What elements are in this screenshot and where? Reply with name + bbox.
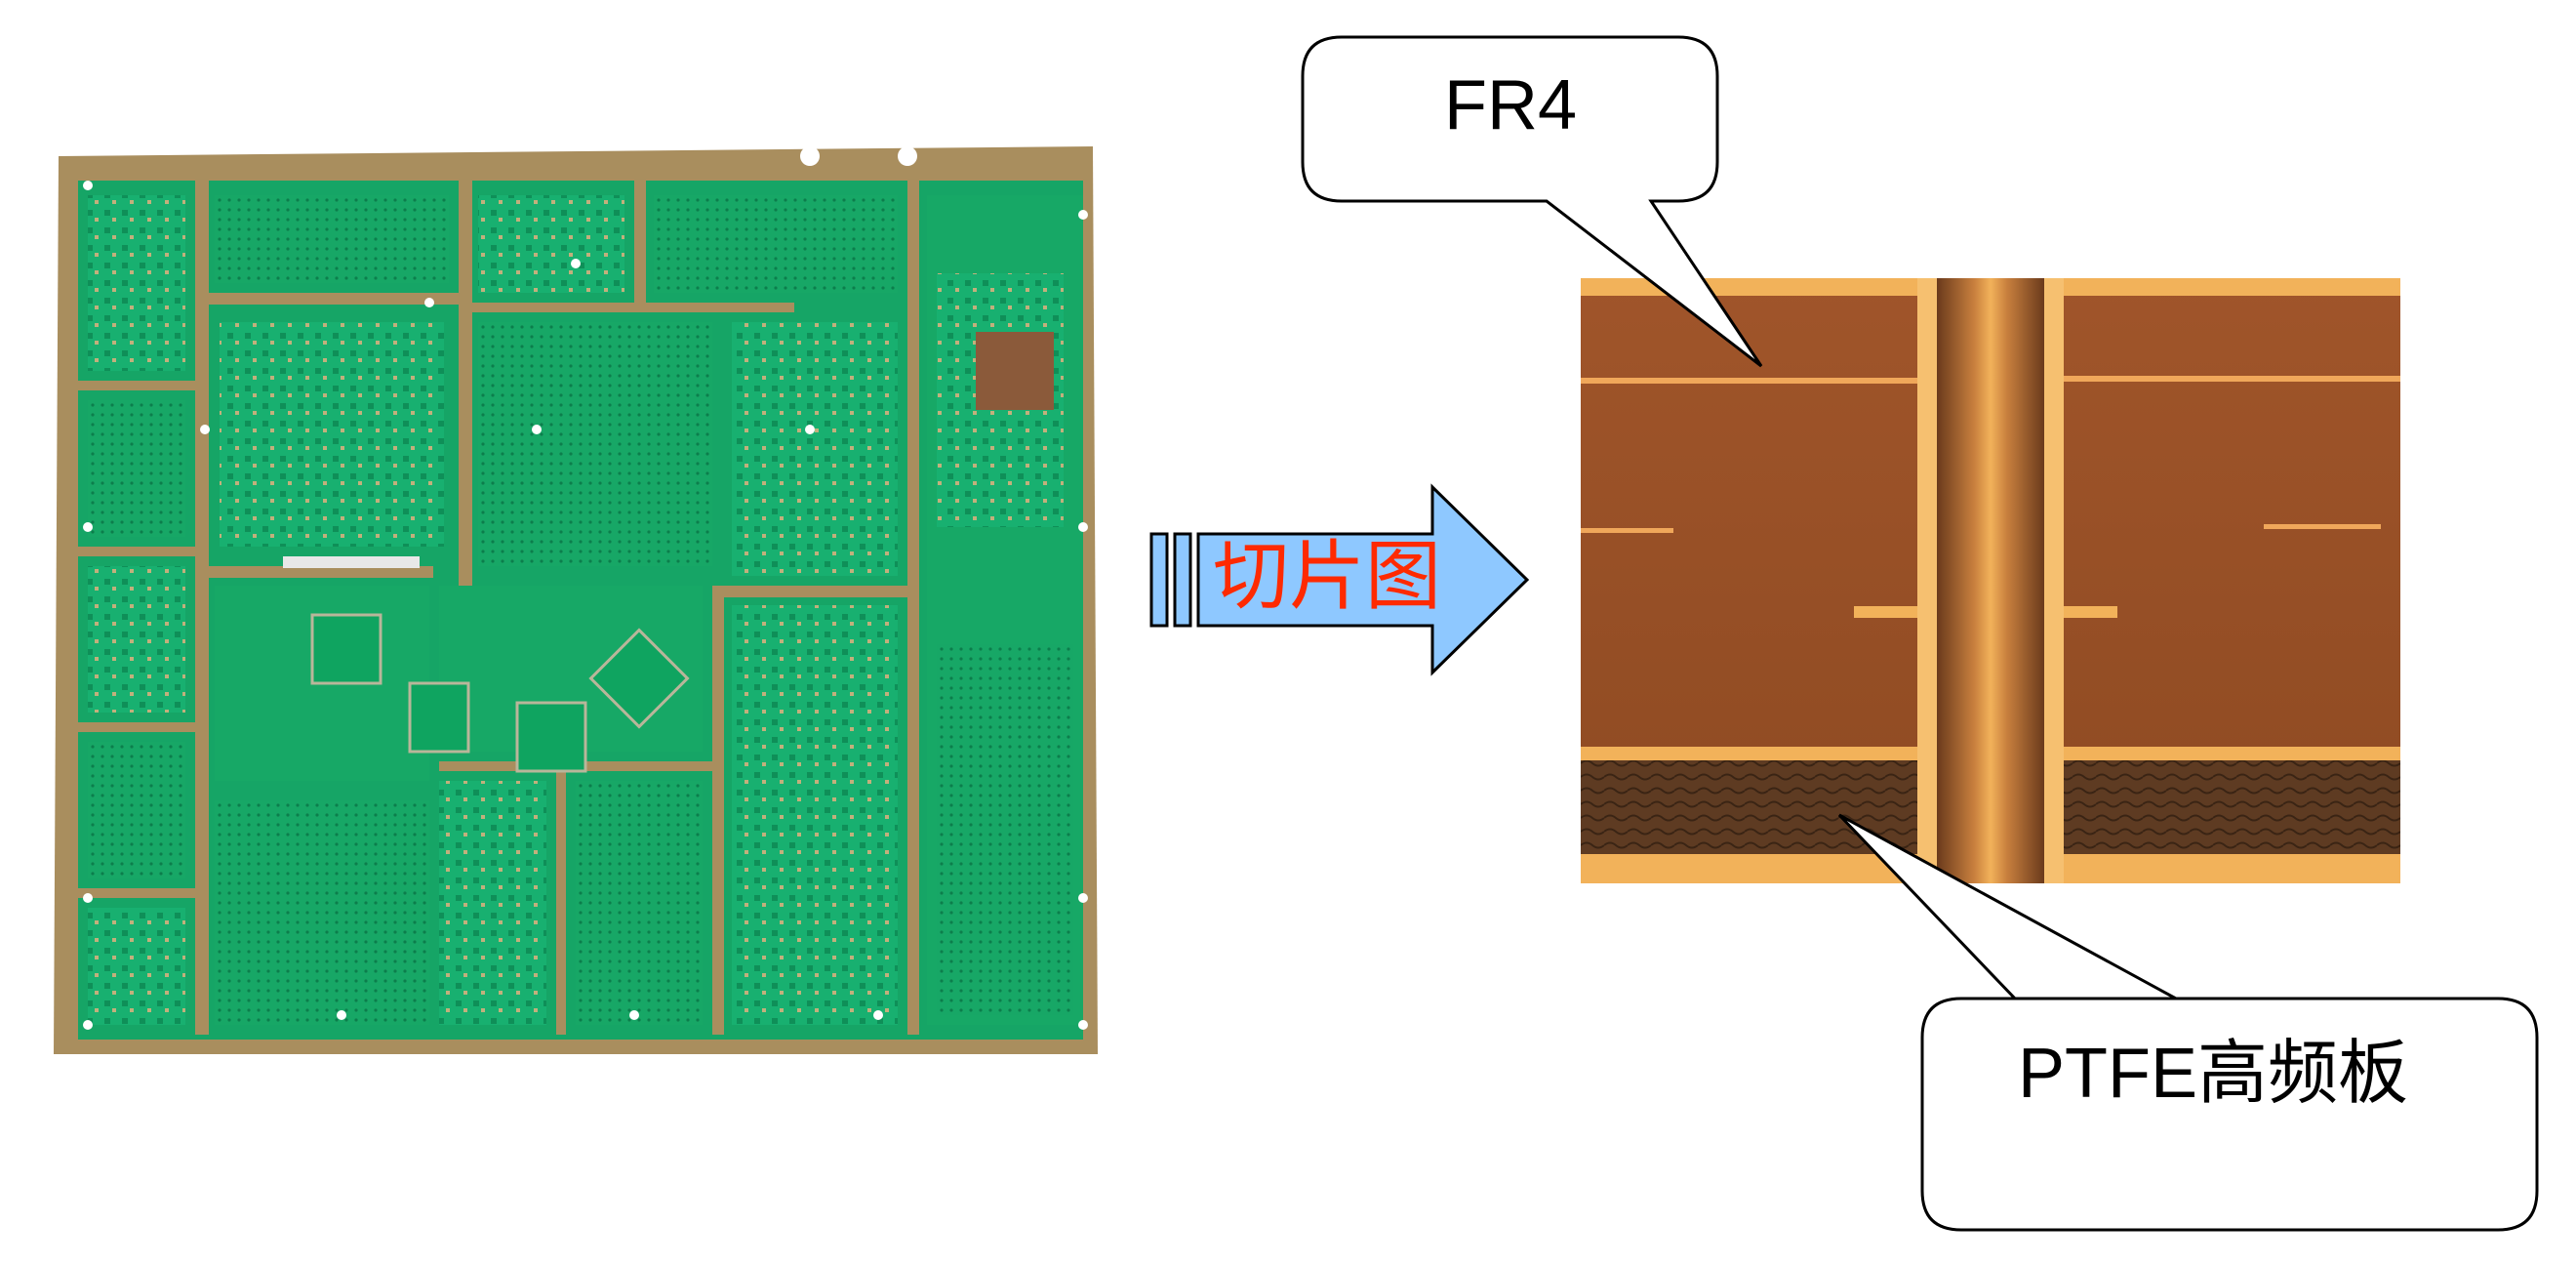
arrow-label: 切片图 [1213, 533, 1442, 621]
pcb-board-photo [54, 146, 1098, 1054]
ptfe-callout-bubble [1837, 813, 2539, 1232]
ptfe-label: PTFE高频板 [2018, 1035, 2409, 1113]
right-arrow-icon [1149, 483, 1530, 676]
cross-section-micrograph [1581, 278, 2400, 883]
fr4-label: FR4 [1444, 66, 1578, 144]
fr4-callout-bubble [1301, 35, 1763, 368]
